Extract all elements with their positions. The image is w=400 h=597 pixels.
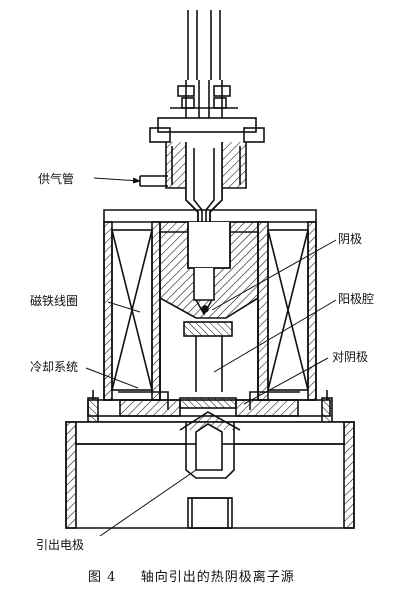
- cathode-holder: [159, 221, 259, 319]
- base-block: [65, 411, 355, 529]
- label-extraction-electrode: 引出电极: [36, 538, 85, 552]
- figure-title: 轴向引出的热阴极离子源: [140, 570, 295, 585]
- label-anode-cavity: 阳极腔: [338, 292, 375, 306]
- figure-number: 图 4: [88, 570, 117, 585]
- label-magnet-coil: 磁铁线圈: [30, 294, 79, 308]
- label-gas-pipe: 供气管: [38, 172, 75, 186]
- cathode-leads: [170, 10, 238, 118]
- leader-lines: [85, 177, 337, 537]
- upper-flange: [149, 117, 265, 262]
- label-anticathode: 对阴极: [332, 350, 369, 364]
- figure-caption: 图 4 轴向引出的热阴极离子源: [88, 566, 295, 585]
- anode-cavity: [159, 300, 259, 400]
- label-cooling-system: 冷却系统: [30, 360, 79, 374]
- gas-pipe: [139, 175, 168, 187]
- label-cathode: 阴极: [338, 232, 363, 246]
